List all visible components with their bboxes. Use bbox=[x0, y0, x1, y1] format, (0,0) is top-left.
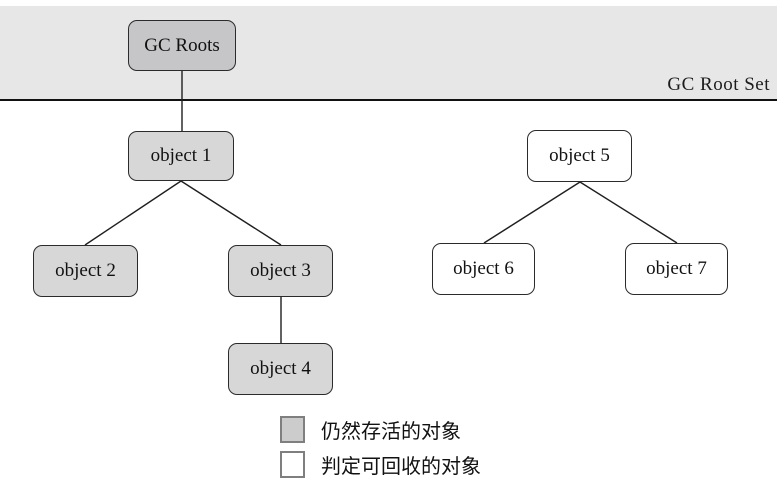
node-object-3: object 3 bbox=[228, 245, 333, 297]
node-object-6: object 6 bbox=[432, 243, 535, 295]
edge-object5-object7 bbox=[579, 181, 678, 244]
legend-label-collectable: 判定可回收的对象 bbox=[321, 455, 481, 478]
node-object-5-label: object 5 bbox=[549, 145, 610, 166]
node-object-7-label: object 7 bbox=[646, 258, 707, 279]
gc-root-set-label: GC Root Set bbox=[667, 74, 770, 95]
node-object-7: object 7 bbox=[625, 243, 728, 295]
node-object-4: object 4 bbox=[228, 343, 333, 395]
node-object-1-label: object 1 bbox=[150, 145, 212, 166]
node-object-2: object 2 bbox=[33, 245, 138, 297]
node-object-5: object 5 bbox=[527, 130, 632, 182]
legend-swatch-collectable bbox=[280, 450, 305, 478]
node-object-6-label: object 6 bbox=[453, 258, 514, 279]
legend-row-collectable: 判定可回收的对象 bbox=[280, 449, 481, 479]
legend-swatch-alive bbox=[280, 415, 305, 443]
legend: 仍然存活的对象 判定可回收的对象 bbox=[280, 414, 481, 484]
legend-label-alive: 仍然存活的对象 bbox=[321, 420, 461, 443]
node-object-2-label: object 2 bbox=[55, 260, 116, 281]
node-object-1: object 1 bbox=[128, 131, 234, 181]
node-gc-roots-label: GC Roots bbox=[144, 34, 220, 56]
edge-object1-object3 bbox=[180, 180, 282, 246]
edge-object1-object2 bbox=[84, 180, 182, 246]
node-gc-roots: GC Roots bbox=[128, 20, 236, 71]
node-object-4-label: object 4 bbox=[250, 358, 311, 379]
edge-object5-object6 bbox=[483, 181, 581, 244]
legend-row-alive: 仍然存活的对象 bbox=[280, 414, 481, 444]
node-object-3-label: object 3 bbox=[250, 260, 311, 281]
